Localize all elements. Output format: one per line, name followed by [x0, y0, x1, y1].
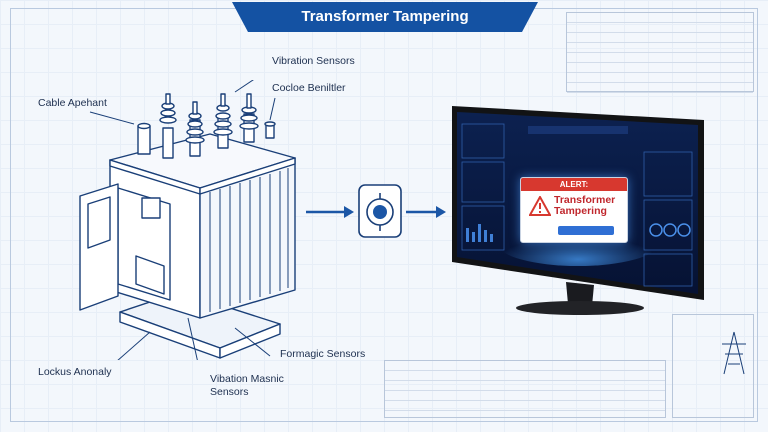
- flow-arrows: [306, 206, 446, 218]
- power-tower-icon: [722, 331, 746, 375]
- warning-icon: [529, 196, 551, 216]
- alert-acknowledge-button[interactable]: [558, 226, 614, 235]
- alert-message: Transformer Tampering: [554, 194, 616, 217]
- label-vibration-bottom: Vibation Masnic Sensors: [210, 373, 284, 398]
- label-cooler: Cocloe Beniltler: [272, 82, 346, 94]
- label-magnetic: Formagic Sensors: [280, 348, 366, 360]
- title-block-top: [566, 12, 754, 93]
- transformer-illustration: [79, 80, 296, 360]
- title-block-corner: [672, 314, 754, 418]
- title-banner: Transformer Tampering: [232, 2, 538, 32]
- page-title: Transformer Tampering: [301, 8, 469, 25]
- label-locks: Lockus Anonaly: [38, 366, 112, 378]
- alert-header: ALERT:: [521, 178, 627, 191]
- alert-dialog: ALERT: Transformer Tampering: [520, 177, 628, 243]
- sensor-module-icon: [357, 183, 403, 239]
- label-cable: Cable Apehant: [38, 97, 107, 109]
- title-block-bottom: [384, 360, 666, 418]
- label-vibration-top: Vibration Sensors: [272, 55, 355, 67]
